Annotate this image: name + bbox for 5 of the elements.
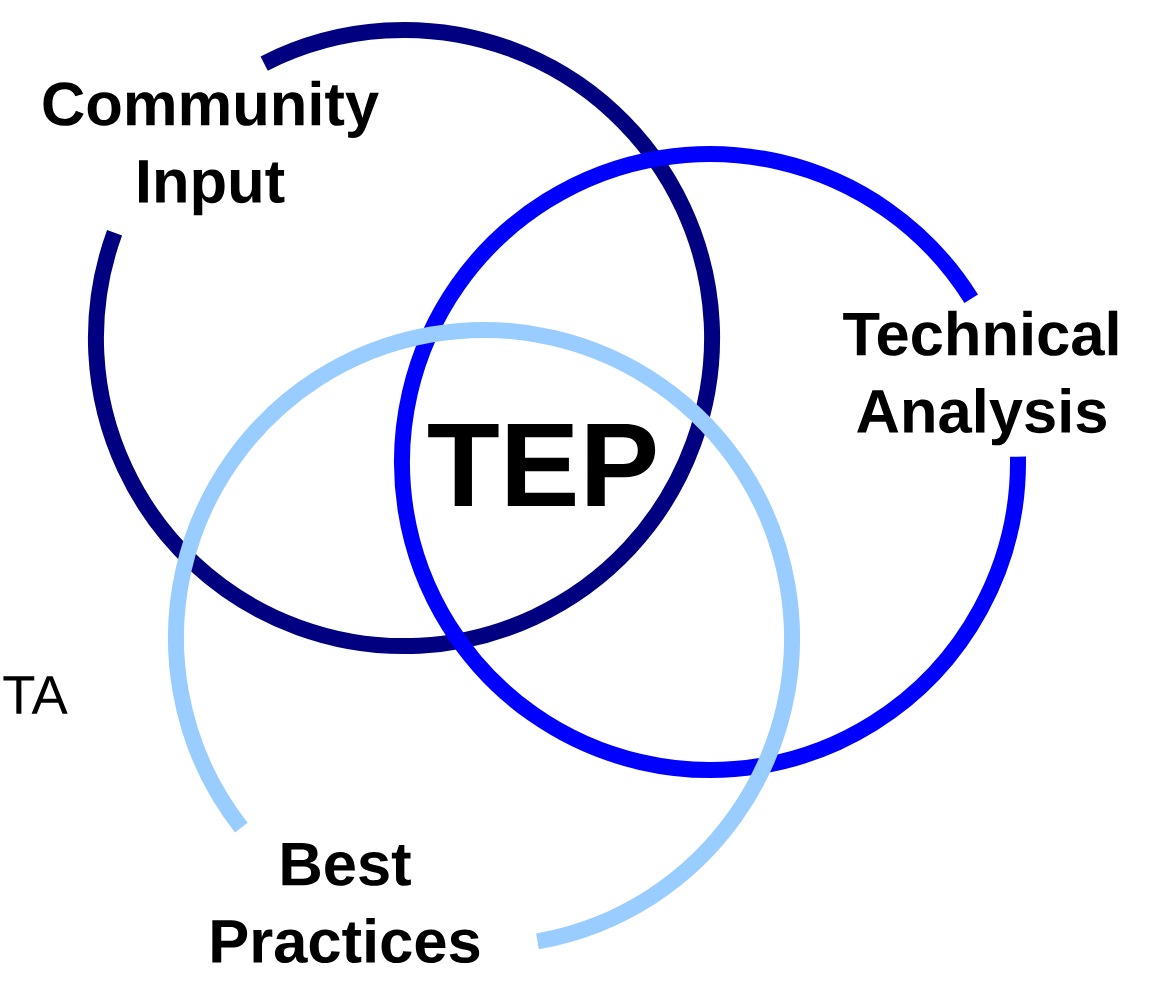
side-label: TA — [3, 676, 68, 714]
center-label: TEP — [428, 423, 656, 507]
circle-label: Technical Analysis — [843, 310, 1118, 446]
circle-label: Community Input — [43, 80, 379, 216]
circle-label: Best Practices — [212, 842, 480, 964]
